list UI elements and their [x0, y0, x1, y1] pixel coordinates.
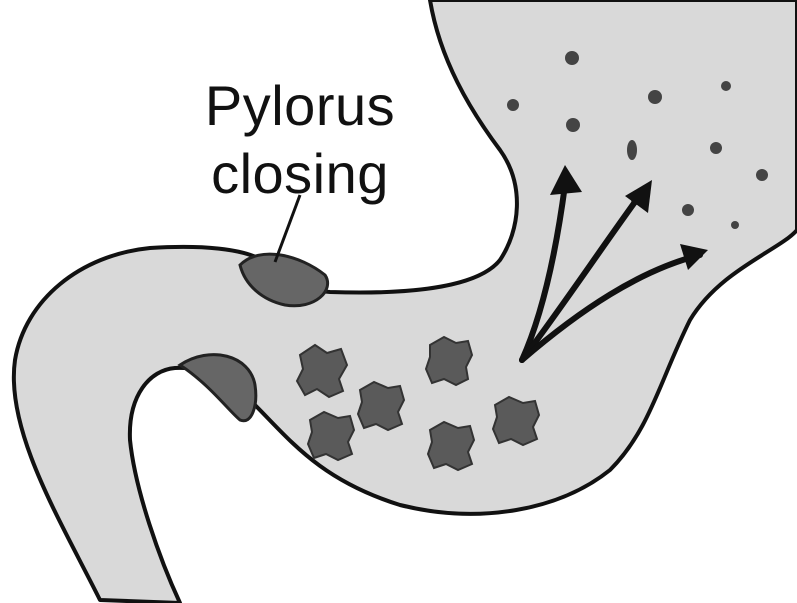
label-closing: closing — [185, 142, 415, 206]
label-pylorus: Pylorus — [185, 74, 415, 138]
pylorus-sphincter-lower — [180, 355, 256, 421]
particle — [731, 221, 739, 229]
food-clump — [493, 397, 539, 445]
particle — [507, 99, 519, 111]
food-clump — [308, 412, 354, 460]
particle — [682, 204, 694, 216]
particle — [648, 90, 662, 104]
particle — [756, 169, 768, 181]
food-clump — [426, 337, 472, 385]
food-clump — [297, 345, 347, 397]
particle — [721, 81, 731, 91]
particle — [565, 51, 579, 65]
particle — [566, 118, 580, 132]
particle — [627, 140, 637, 160]
food-clump — [358, 382, 404, 430]
food-clump — [428, 422, 474, 470]
particle — [710, 142, 722, 154]
